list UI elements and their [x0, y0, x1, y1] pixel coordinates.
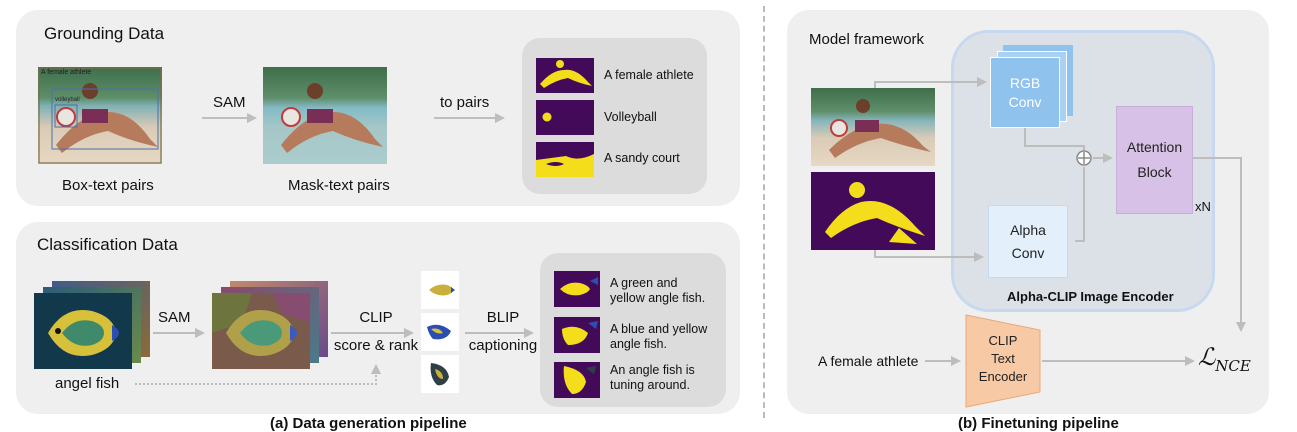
photo-caption-ball: volleyball — [55, 97, 80, 103]
mask-text-photo — [263, 67, 387, 164]
right-section-caption: (b) Finetuning pipeline — [958, 415, 1119, 432]
caption-mask-1 — [554, 271, 600, 307]
grounding-data-title: Grounding Data — [44, 24, 165, 43]
blip-label-line1: BLIP — [486, 309, 520, 326]
crop-fish-2 — [421, 313, 459, 351]
image-encoder-label: Alpha-CLIP Image Encoder — [1007, 289, 1174, 304]
mask-text-caption: Mask-text pairs — [288, 177, 390, 194]
alpha-conv-line1: Alpha — [1010, 221, 1046, 238]
rgb-conv-line1: RGB — [1009, 74, 1041, 91]
classification-data-title: Classification Data — [37, 235, 178, 254]
class-caption: angel fish — [55, 375, 120, 392]
text-encoder-block: CLIP Text Encoder — [965, 314, 1041, 408]
loss-subscript: NCE — [1215, 356, 1251, 375]
box-text-caption: Box-text pairs — [62, 177, 154, 194]
text-encoder-line1: CLIP — [988, 333, 1018, 348]
attention-line2: Block — [1137, 164, 1172, 180]
photo-caption-box: A female athlete — [41, 69, 92, 76]
caption-text-2: A blue and yellow angle fish. — [610, 322, 707, 352]
input-alpha-mask — [811, 172, 935, 250]
text-encoder-line3: Encoder — [978, 369, 1028, 384]
caption-mask-3 — [554, 362, 600, 398]
caption-1-line2: yellow angle fish. — [610, 291, 706, 305]
text-encoder-line2: Text — [991, 351, 1015, 366]
loss-nce: ℒNCE — [1198, 343, 1251, 375]
caption-3-line2: tuning around. — [610, 378, 690, 392]
caption-mask-2 — [554, 317, 600, 353]
box-text-photo: A female athlete volleyball — [38, 67, 162, 164]
clip-label-line1: CLIP — [359, 309, 393, 326]
sam-label-bottom: SAM — [158, 309, 191, 326]
xn-label: xN — [1195, 199, 1211, 214]
caption-text-3: An angle fish is tuning around. — [610, 363, 695, 393]
rgb-conv-block: RGB Conv — [990, 57, 1060, 128]
clip-label: CLIP score & rank — [330, 309, 422, 354]
text-input-label: A female athlete — [818, 353, 919, 369]
pair-text-court: A sandy court — [604, 151, 680, 165]
left-section-caption: (a) Data generation pipeline — [270, 415, 467, 432]
caption-1-line1: A green and — [610, 276, 678, 290]
attention-line1: Attention — [1126, 139, 1183, 155]
to-pairs-label: to pairs — [440, 94, 490, 111]
caption-text-1: A green and yellow angle fish. — [610, 276, 705, 306]
sam-label-top: SAM — [213, 94, 246, 111]
mask-thumb-volleyball — [536, 100, 594, 135]
section-divider — [763, 6, 765, 418]
alpha-conv-line2: Conv — [1011, 244, 1045, 261]
caption-2-line2: angle fish. — [610, 337, 667, 351]
rgb-conv-line2: Conv — [1008, 93, 1042, 110]
mask-thumb-athlete — [536, 58, 594, 93]
loss-symbol: ℒ — [1198, 343, 1216, 371]
pair-text-volleyball: Volleyball — [604, 110, 657, 124]
segmented-image-main — [212, 293, 310, 369]
model-framework-title: Model framework — [809, 31, 925, 48]
blip-label: BLIP captioning — [463, 309, 543, 354]
crop-fish-1 — [421, 271, 459, 309]
clip-label-line2: score & rank — [333, 337, 419, 354]
fish-image-main — [34, 293, 132, 369]
input-rgb-image — [811, 88, 935, 166]
pair-text-athlete: A female athlete — [604, 68, 694, 82]
caption-2-line1: A blue and yellow — [610, 322, 708, 336]
crop-fish-3 — [421, 355, 459, 393]
blip-label-line2: captioning — [468, 337, 538, 354]
caption-3-line1: An angle fish is — [610, 363, 695, 377]
mask-thumb-court — [536, 142, 594, 177]
